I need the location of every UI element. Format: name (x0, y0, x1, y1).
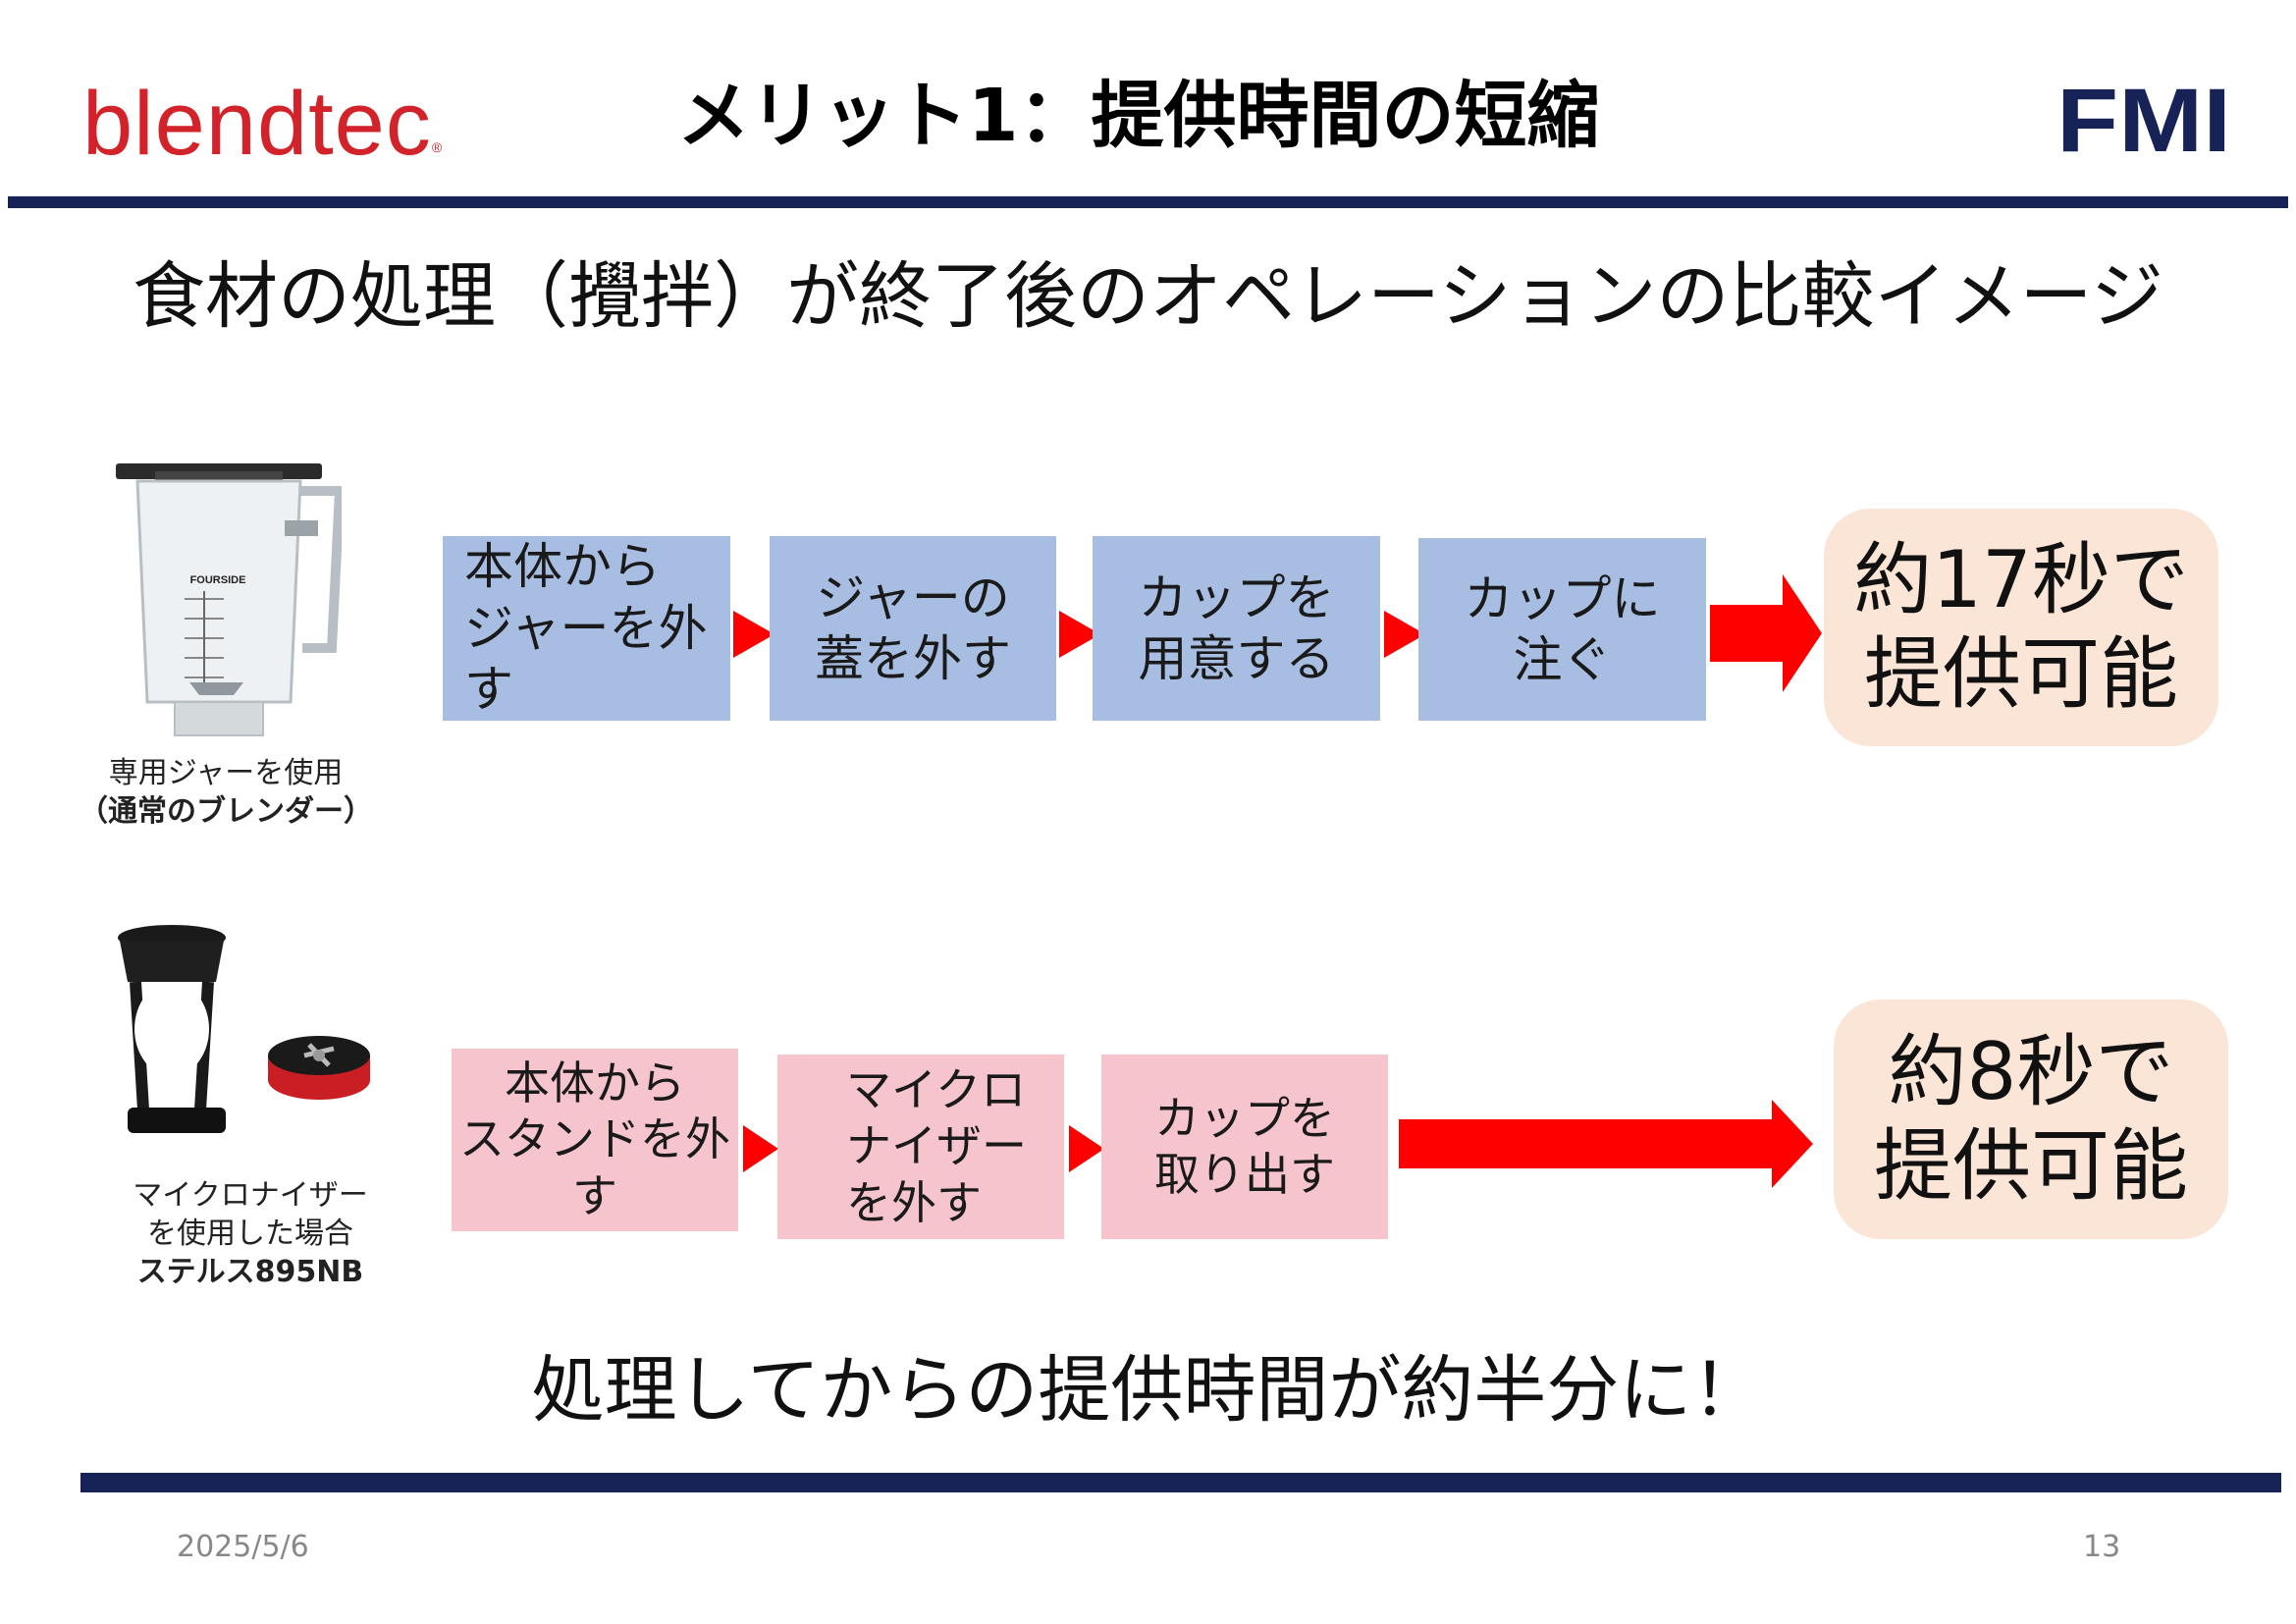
row1-caption-line2: （通常のブレンダー） (79, 794, 373, 829)
micronizer-stand-image (118, 923, 373, 1144)
row2-result-arrow (1399, 1119, 1777, 1168)
comparison-subtitle: 食材の処理（攪拌）が終了後のオペレーションの比較イメージ (132, 254, 2164, 339)
row1-step-3: カップを 用意する (1093, 536, 1380, 721)
fmi-logo-text: FMI (2056, 81, 2231, 159)
blender-jar-image: FOURSIDE (116, 461, 346, 741)
row2-result: 約8秒で 提供可能 (1834, 1000, 2228, 1239)
fourside-label: FOURSIDE (190, 574, 246, 586)
header-rule (8, 196, 2288, 208)
row2-caption-line1: マイクロナイザー (133, 1178, 368, 1213)
row2-step-1: 本体から スタンドを外す (452, 1049, 738, 1231)
blendtec-logo: blendtec® (82, 74, 444, 174)
footer-date: 2025/5/6 (177, 1530, 309, 1564)
row1-result-arrow (1710, 605, 1785, 662)
row2-caption: マイクロナイザー を使用した場合 ステルス895NB (88, 1176, 412, 1291)
row2-step-3: カップを 取り出す (1101, 1055, 1388, 1239)
row1-caption-line1: 専用ジャーを使用 (108, 756, 344, 790)
row1-result: 約17秒で 提供可能 (1824, 509, 2218, 746)
row1-step-1: 本体から ジャーを外す (443, 536, 730, 721)
row2-arrow-1 (743, 1125, 778, 1172)
row2-result-arrowhead (1772, 1100, 1813, 1188)
row1-caption: 専用ジャーを使用 （通常のブレンダー） (69, 754, 383, 831)
fmi-logo: FMI (2056, 71, 2233, 171)
row2-caption-line3: ステルス895NB (136, 1255, 364, 1289)
row1-arrow-1 (733, 611, 774, 658)
row2-caption-line2: を使用した場合 (147, 1217, 353, 1251)
row1-step-2: ジャーの 蓋を外す (770, 536, 1056, 721)
row1-result-arrowhead (1783, 574, 1822, 692)
footer-rule (80, 1473, 2281, 1492)
slide-title: メリット1：提供時間の短縮 (677, 74, 1600, 158)
row2-step-2: マイクロ ナイザー を外す (777, 1055, 1064, 1239)
conclusion-text: 処理してからの提供時間が約半分に！ (531, 1348, 1765, 1433)
row2-arrow-2 (1069, 1125, 1104, 1172)
row1-step-4: カップに 注ぐ (1418, 538, 1706, 721)
page-number: 13 (2083, 1530, 2121, 1564)
